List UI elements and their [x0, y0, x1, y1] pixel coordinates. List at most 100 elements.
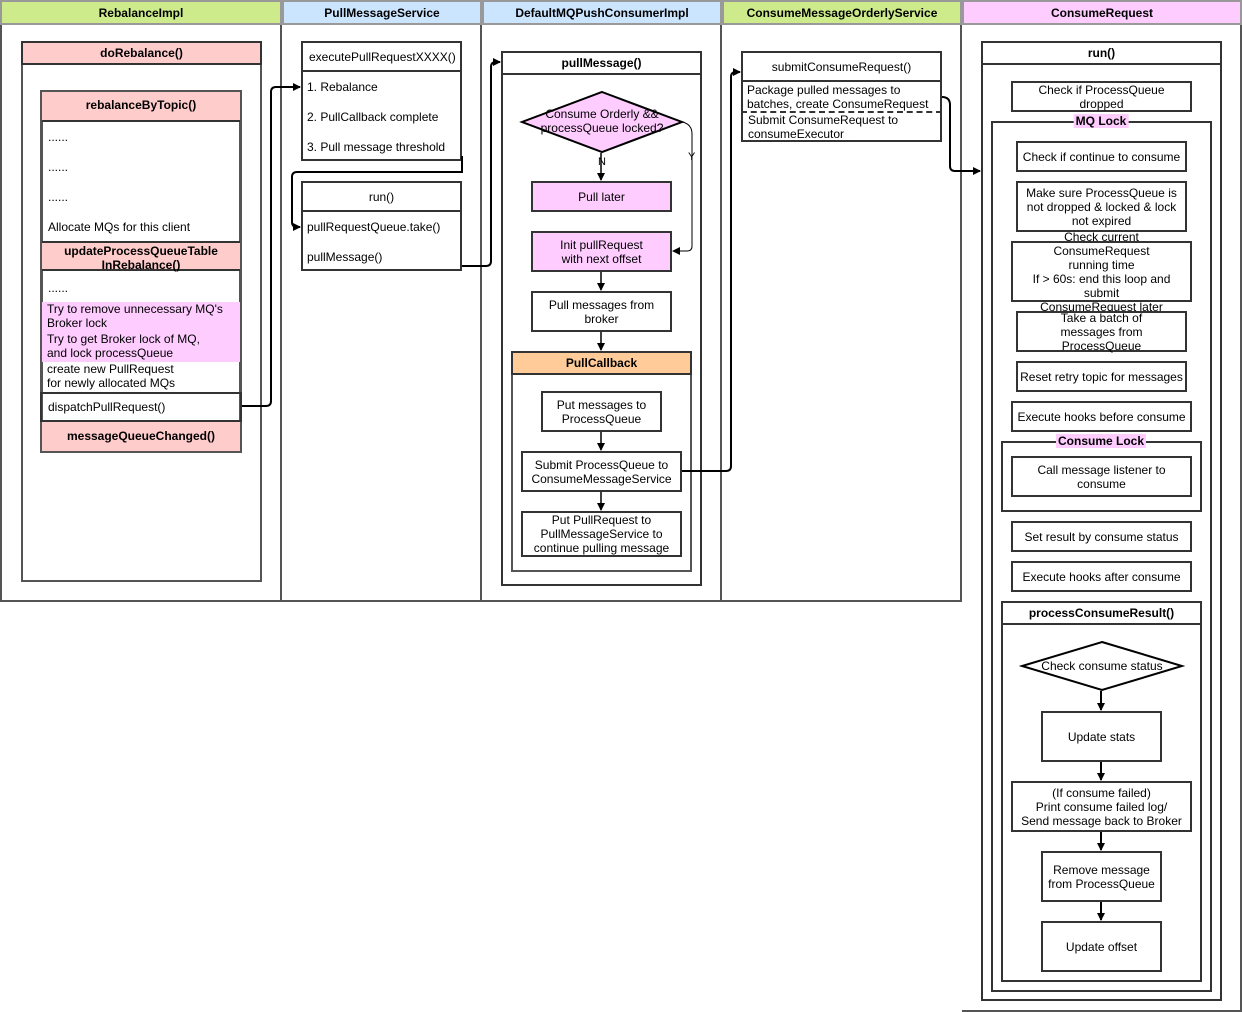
init-pull-request-line2: with next offset [561, 251, 642, 266]
lane-title-orderly-service: ConsumeMessageOrderlyService [746, 6, 938, 20]
remove-unnecessary-line1: Try to remove unnecessary MQ's [47, 302, 223, 316]
trigger-threshold: 3. Pull message threshold [307, 140, 446, 154]
put-messages-line2: ProcessQueue [561, 411, 642, 426]
check-continue-label: Check if continue to consume [1022, 149, 1181, 164]
make-sure-line1: Make sure ProcessQueue is [1026, 185, 1177, 200]
package-batches-line2: batches, create ConsumeRequest [747, 97, 929, 111]
lane-header-consume-request: ConsumeRequest [962, 0, 1242, 25]
take-batch-line2: messages from ProcessQueue [1060, 324, 1143, 353]
rebalance-by-topic-label: rebalanceByTopic() [85, 98, 197, 112]
init-pull-request-line1: Init pullRequest [560, 237, 643, 252]
submit-consume-request-label: submitConsumeRequest() [771, 60, 912, 74]
remove-unnecessary-line2: Broker lock [47, 316, 108, 330]
hooks-before-label: Execute hooks before consume [1017, 409, 1186, 424]
hooks-before-step: Execute hooks before consume [1011, 401, 1192, 432]
call-listener-step: Call message listener to consume [1011, 456, 1192, 497]
check-continue-step: Check if continue to consume [1016, 141, 1187, 172]
get-broker-lock-step: Try to get Broker lock of MQ, and lock p… [42, 332, 240, 362]
submit-process-queue-line1: Submit ProcessQueue to [534, 457, 669, 472]
decision-yes-label: Y [688, 151, 696, 163]
check-time-line2: running time [1068, 257, 1135, 272]
pull-from-broker-line1: Pull messages from [548, 297, 655, 312]
set-result-label: Set result by consume status [1024, 529, 1179, 544]
submit-to-executor-line1: Submit ConsumeRequest to [748, 113, 899, 127]
update-offset-step: Update offset [1041, 921, 1162, 972]
pull-from-broker-line2: broker [584, 311, 619, 326]
lane-title-consume-request: ConsumeRequest [1050, 6, 1154, 20]
make-sure-line3: not expired [1071, 213, 1132, 228]
put-messages-line1: Put messages to [556, 397, 647, 412]
decision-no-label: N [598, 156, 606, 168]
make-sure-locked-step: Make sure ProcessQueue is not dropped & … [1016, 181, 1187, 232]
hooks-after-step: Execute hooks after consume [1011, 561, 1192, 592]
check-time-line1: Check current ConsumeRequest [1053, 229, 1150, 258]
lane-body-pull-service [282, 25, 482, 602]
package-batches-line1: Package pulled messages to [747, 83, 901, 97]
submit-process-queue-step: Submit ProcessQueue to ConsumeMessageSer… [521, 451, 682, 492]
pull-callback-title: PullCallback [511, 351, 692, 375]
check-time-line3: If > 60s: end this loop and submit [1032, 271, 1171, 300]
mq-changed-title: messageQueueChanged() [42, 422, 240, 451]
pull-message-label: pullMessage() [561, 56, 642, 70]
put-pull-request-line2: PullMessageService to [540, 527, 663, 541]
set-result-step: Set result by consume status [1011, 521, 1192, 552]
check-consume-status-decision [1019, 640, 1185, 692]
package-batches-step: Package pulled messages to batches, crea… [743, 83, 940, 111]
take-batch-step: Take a batch of messages from ProcessQue… [1016, 310, 1187, 353]
create-pull-request-line2: for newly allocated MQs [47, 376, 176, 390]
update-stats-step: Update stats [1041, 711, 1162, 762]
init-pull-request-step: Init pullRequest with next offset [531, 231, 672, 272]
mq-changed-label: messageQueueChanged() [66, 429, 216, 443]
rebalance-dots-3: ...... [48, 190, 69, 204]
submit-process-queue-line2: ConsumeMessageService [531, 471, 672, 486]
pull-service-run-label: run() [368, 190, 395, 204]
lane-header-pull-service: PullMessageService [282, 0, 482, 25]
pull-service-pull-message: pullMessage() [307, 250, 383, 264]
create-pull-request-line1: create new PullRequest [47, 362, 174, 376]
allocate-mqs-step: Allocate MQs for this client [48, 220, 191, 234]
update-pq-table-title: updateProcessQueueTable InRebalance() [42, 241, 240, 272]
update-pq-dots: ...... [48, 281, 69, 295]
check-running-time-step: Check current ConsumeRequest running tim… [1011, 230, 1192, 314]
pull-message-title: pullMessage() [501, 51, 702, 75]
pull-callback-label: PullCallback [565, 356, 638, 370]
pull-later-step: Pull later [531, 181, 672, 212]
consume-failed-step: (If consume failed) Print consume failed… [1011, 781, 1192, 832]
create-pull-request-step: create new PullRequest for newly allocat… [42, 362, 240, 392]
get-broker-lock-line2: and lock processQueue [47, 346, 174, 360]
get-broker-lock-line1: Try to get Broker lock of MQ, [47, 332, 200, 346]
check-pq-dropped-label: Check if ProcessQueue dropped [1038, 82, 1165, 111]
put-pull-request-line3: continue pulling message [533, 541, 670, 555]
pull-service-run-title: run() [301, 181, 462, 212]
check-consume-status-text: Check consume status [1041, 659, 1163, 673]
check-time-line4: ConsumeRequest later [1040, 299, 1163, 314]
process-consume-result-title: processConsumeResult() [1001, 601, 1202, 625]
update-pq-table-line2: InRebalance() [101, 258, 181, 272]
put-pull-request-line1: Put PullRequest to [551, 513, 652, 527]
consume-lock-label: Consume Lock [1055, 434, 1147, 448]
put-messages-step: Put messages to ProcessQueue [541, 391, 662, 432]
call-listener-line1: Call message listener to [1037, 462, 1166, 477]
execute-pull-request-title: executePullRequestXXXX() [301, 41, 462, 72]
update-stats-label: Update stats [1067, 729, 1136, 744]
remove-unnecessary-step: Try to remove unnecessary MQ's Broker lo… [42, 302, 240, 332]
pull-request-queue-take: pullRequestQueue.take() [307, 220, 441, 234]
rebalance-dots-2: ...... [48, 160, 69, 174]
trigger-rebalance: 1. Rebalance [307, 80, 378, 94]
rebalance-by-topic-title: rebalanceByTopic() [42, 92, 240, 122]
call-listener-line2: consume [1077, 476, 1126, 491]
check-pq-dropped-step: Check if ProcessQueue dropped [1011, 81, 1192, 112]
put-pull-request-step: Put PullRequest to PullMessageService to… [521, 511, 682, 557]
lane-body-consume-request [962, 25, 1242, 1012]
lane-title-pull-service: PullMessageService [324, 6, 440, 20]
take-batch-line1: Take a batch of [1060, 310, 1143, 325]
dispatch-pull-request-label: dispatchPullRequest() [48, 400, 166, 414]
decision-line1: Consume Orderly && [545, 107, 659, 121]
update-pq-table-line1: updateProcessQueueTable [64, 244, 218, 258]
lane-header-consumer-impl: DefaultMQPushConsumerImpl [482, 0, 722, 25]
pull-from-broker-step: Pull messages from broker [531, 291, 672, 332]
remove-message-step: Remove message from ProcessQueue [1041, 851, 1162, 902]
rebalance-by-topic-container [40, 90, 242, 453]
do-rebalance-label: doRebalance() [100, 46, 183, 60]
hooks-after-label: Execute hooks after consume [1022, 569, 1181, 584]
